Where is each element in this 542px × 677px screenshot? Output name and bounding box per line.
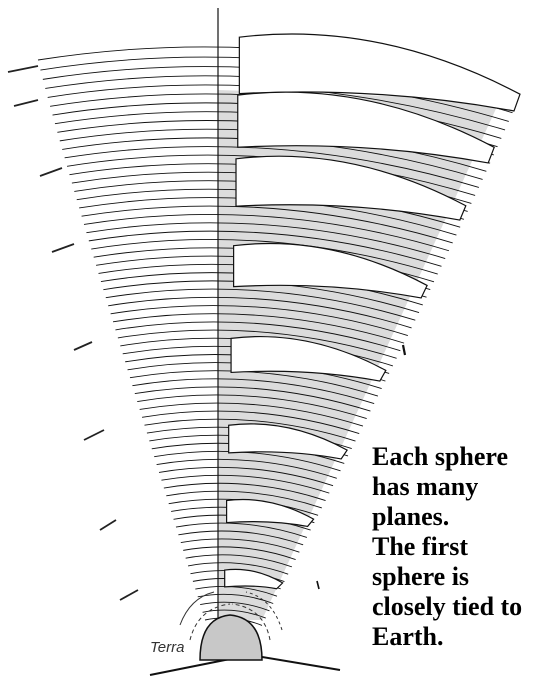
caption-text: Each sphere has many planes. The first s… [372, 442, 540, 652]
outside-dash [403, 345, 405, 355]
outside-dash [14, 100, 38, 106]
terra-label: Terra [150, 639, 184, 656]
outside-dash [100, 520, 116, 530]
ground-line [250, 655, 340, 670]
caption-line: closely tied to [372, 592, 540, 622]
outside-dash [74, 342, 92, 350]
caption-line: has many [372, 472, 540, 502]
outside-dash [317, 581, 319, 589]
caption-line: Earth. [372, 622, 540, 652]
caption-line: sphere is [372, 562, 540, 592]
caption-line: planes. [372, 502, 540, 532]
caption-line: Each sphere [372, 442, 540, 472]
outside-dash [40, 168, 62, 176]
outside-dash [52, 244, 74, 252]
earth-aura-left-outer [180, 592, 214, 625]
outside-dash [8, 66, 38, 72]
outside-dash [120, 590, 138, 600]
caption-line: The first [372, 532, 540, 562]
outside-dash [84, 430, 104, 440]
